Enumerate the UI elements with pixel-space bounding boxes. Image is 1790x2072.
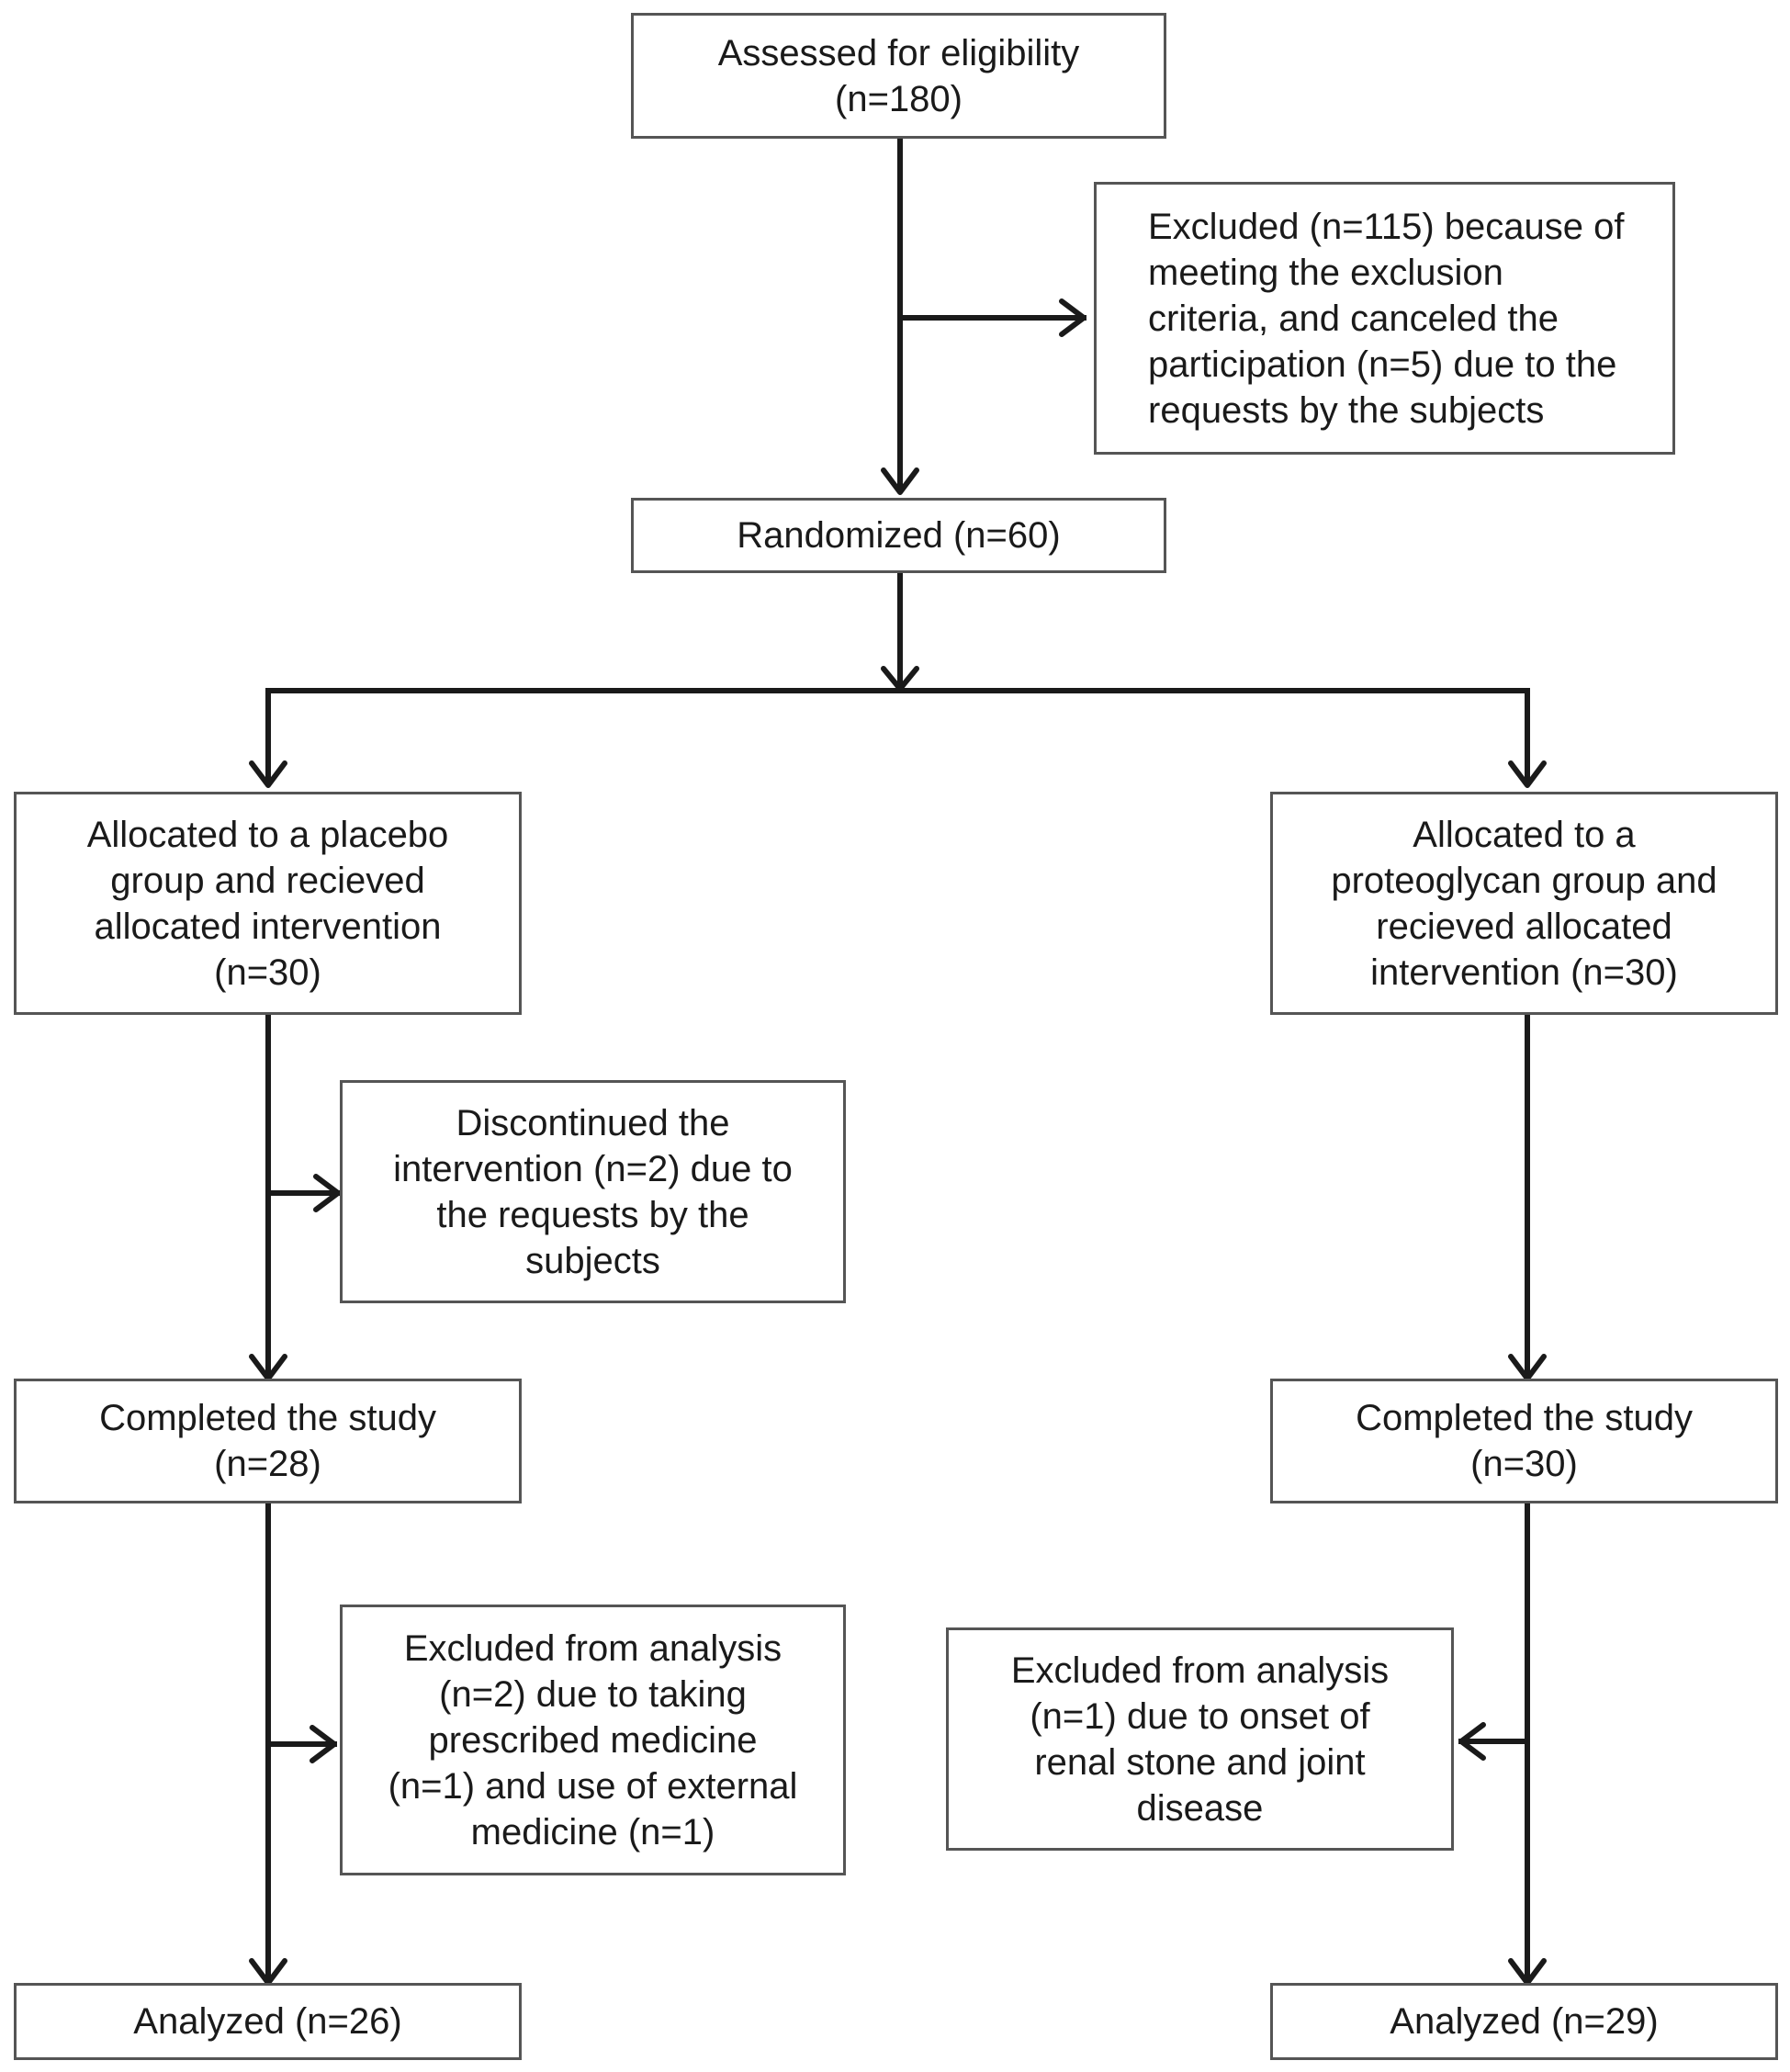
placebo-line-1: Allocated to a placebo [86, 814, 449, 855]
analyzed-right-box: Analyzed (n=29) [1270, 1983, 1778, 2060]
completed-left-line-2: (n=28) [214, 1444, 321, 1484]
excluded-right-line-1: Excluded from analysis [1010, 1650, 1390, 1691]
excluded-top-line-3: criteria, and canceled the [1148, 298, 1559, 339]
completed-left-box: Completed the study (n=28) [14, 1379, 522, 1503]
proteoglycan-line-4: intervention (n=30) [1370, 952, 1678, 993]
excluded-top-line-4: participation (n=5) due to the [1148, 343, 1617, 385]
completed-right-box: Completed the study (n=30) [1270, 1379, 1778, 1503]
completed-left-line-1: Completed the study [99, 1398, 436, 1438]
excluded-top-box: Excluded (n=115) because of meeting the … [1094, 182, 1675, 455]
proteoglycan-box: Allocated to a proteoglycan group and re… [1270, 792, 1778, 1015]
excluded-left-box: Excluded from analysis (n=2) due to taki… [340, 1605, 846, 1875]
randomized-line-1: Randomized (n=60) [737, 515, 1061, 556]
excluded-left-line-1: Excluded from analysis [403, 1627, 782, 1669]
arrowhead-excluded-right [1458, 1722, 1486, 1761]
arrowhead-placebo [249, 760, 287, 788]
discontinued-line-3: the requests by the [436, 1194, 749, 1235]
excluded-left-line-5: medicine (n=1) [470, 1811, 715, 1852]
excluded-top-line-5: requests by the subjects [1148, 389, 1545, 431]
excluded-right-box: Excluded from analysis (n=1) due to onse… [946, 1627, 1454, 1851]
randomized-box: Randomized (n=60) [631, 498, 1166, 573]
excluded-right-line-4: disease [1136, 1787, 1264, 1829]
discontinued-line-2: intervention (n=2) due to [393, 1148, 793, 1189]
analyzed-left-box: Analyzed (n=26) [14, 1983, 522, 2060]
excluded-left-line-4: (n=1) and use of external [388, 1765, 798, 1807]
arrowhead-discontinued [313, 1174, 341, 1212]
placebo-box: Allocated to a placebo group and recieve… [14, 792, 522, 1015]
excluded-left-line-2: (n=2) due to taking [439, 1673, 747, 1715]
arrowhead-proteoglycan [1508, 760, 1547, 788]
completed-right-line-2: (n=30) [1470, 1444, 1578, 1484]
excluded-top-line-1: Excluded (n=115) because of [1148, 206, 1625, 247]
excluded-top-line-2: meeting the exclusion [1148, 252, 1503, 293]
proteoglycan-line-1: Allocated to a [1413, 814, 1636, 855]
arrowhead-excluded-top [1059, 298, 1086, 337]
placebo-line-3: allocated intervention [94, 906, 442, 947]
assessed-box: Assessed for eligibility (n=180) [631, 13, 1166, 139]
discontinued-line-1: Discontinued the [456, 1102, 730, 1143]
placebo-line-4: (n=30) [214, 952, 321, 993]
discontinued-line-4: subjects [525, 1240, 660, 1281]
excluded-right-line-2: (n=1) due to onset of [1030, 1695, 1370, 1737]
placebo-line-2: group and recieved [110, 860, 425, 901]
assessed-line-2: (n=180) [835, 78, 963, 119]
proteoglycan-line-3: recieved allocated [1376, 906, 1672, 947]
completed-right-line-1: Completed the study [1356, 1398, 1693, 1438]
excluded-right-line-3: renal stone and joint [1034, 1741, 1366, 1783]
proteoglycan-line-2: proteoglycan group and [1331, 860, 1717, 901]
excluded-left-line-3: prescribed medicine [428, 1719, 758, 1761]
arrowhead-randomized [881, 467, 919, 495]
analyzed-left-line-1: Analyzed (n=26) [133, 2001, 402, 2042]
assessed-line-1: Assessed for eligibility [717, 32, 1080, 73]
arrowhead-excluded-left [310, 1725, 337, 1763]
discontinued-box: Discontinued the intervention (n=2) due … [340, 1080, 846, 1303]
analyzed-right-line-1: Analyzed (n=29) [1390, 2001, 1659, 2042]
